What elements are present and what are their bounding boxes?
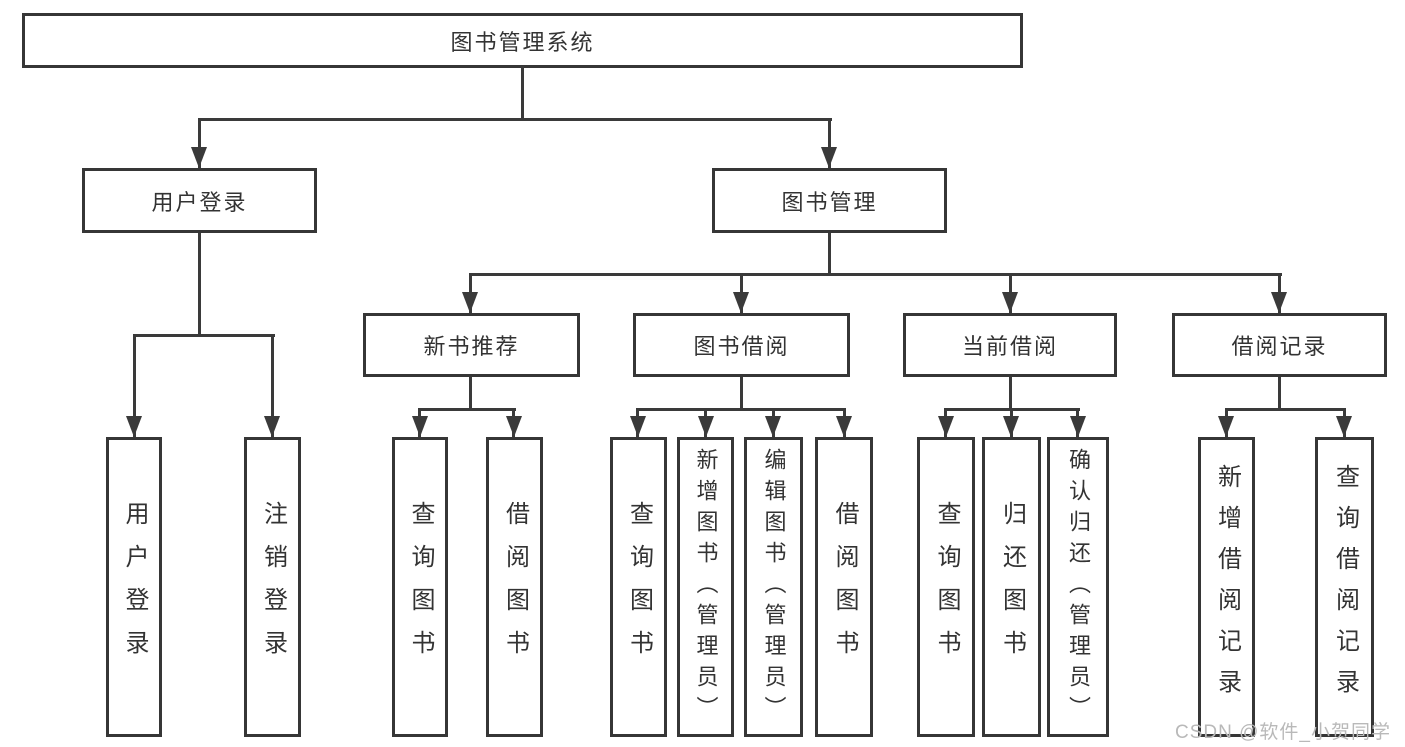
arrowhead-book-management [821,147,837,168]
node-new-book-recommend: 新书推荐 [363,313,580,377]
connector-borrow-record-stem [1278,377,1281,411]
arrowhead-query-book-2 [630,416,646,437]
connector-level2-bar [198,118,832,121]
leaf-logout: 注销登录 [244,437,301,737]
arrowhead-borrow-book-2 [836,416,852,437]
leaf-edit-book-admin-label: 编辑图书（管理员） [761,447,787,727]
node-root: 图书管理系统 [22,13,1023,68]
connector-drop-leaf-logout [271,334,274,437]
arrowhead-return-book [1003,416,1019,437]
node-book-borrow: 图书借阅 [633,313,850,377]
arrowhead-borrow-record [1271,292,1287,313]
connector-current-borrow-stem [1009,377,1012,411]
leaf-borrow-book-2-label: 借阅图书 [831,501,858,673]
arrowhead-leaf-user-login [126,416,142,437]
arrowhead-borrow-book-1 [506,416,522,437]
arrowhead-add-book-admin [698,416,714,437]
node-new-book-recommend-label: 新书推荐 [423,334,520,359]
leaf-return-book-label: 归还图书 [998,501,1026,673]
arrowhead-book-borrow [733,292,749,313]
arrowhead-current-borrow [1002,292,1018,313]
leaf-add-borrow-record: 新增借阅记录 [1198,437,1255,737]
leaf-query-book-3-label: 查询图书 [933,501,960,673]
node-book-management: 图书管理 [712,168,947,233]
leaf-query-book-2: 查询图书 [610,437,667,737]
leaf-add-borrow-record-label: 新增借阅记录 [1213,464,1241,710]
arrowhead-edit-book-admin [765,416,781,437]
leaf-user-login-label: 用户登录 [121,501,148,673]
connector-drop-book-management [828,118,831,168]
leaf-query-borrow-record-label: 查询借阅记录 [1331,464,1359,710]
connector-new-book-recommend-bar [419,408,516,411]
leaf-logout-label: 注销登录 [259,501,287,673]
arrowhead-query-borrow-record [1336,416,1352,437]
arrowhead-user-login [191,147,207,168]
leaf-borrow-book-2: 借阅图书 [815,437,873,737]
node-user-login-label: 用户登录 [151,189,248,215]
connector-borrow-record-bar [1225,408,1346,411]
node-borrow-record: 借阅记录 [1172,313,1387,377]
node-book-borrow-label: 图书借阅 [693,334,790,359]
connector-new-book-recommend-stem [469,377,472,411]
leaf-edit-book-admin: 编辑图书（管理员） [744,437,803,737]
leaf-user-login: 用户登录 [106,437,162,737]
leaf-add-book-admin: 新增图书（管理员） [677,437,734,737]
node-root-label: 图书管理系统 [450,29,595,55]
leaf-confirm-return-admin: 确认归还（管理员） [1047,437,1109,737]
connector-drop-user-login [198,118,201,168]
leaf-query-book-1: 查询图书 [392,437,448,737]
leaf-borrow-book-1: 借阅图书 [486,437,543,737]
arrowhead-leaf-logout [264,416,280,437]
connector-drop-leaf-user-login [133,334,136,437]
arrowhead-query-book-3 [938,416,954,437]
node-book-management-label: 图书管理 [781,189,878,215]
node-current-borrow-label: 当前借阅 [961,334,1058,359]
leaf-confirm-return-admin-label: 确认归还（管理员） [1066,447,1091,727]
connector-user-login-stem [198,233,201,337]
leaf-query-book-2-label: 查询图书 [625,501,653,673]
leaf-borrow-book-1-label: 借阅图书 [501,501,529,673]
leaf-query-book-1-label: 查询图书 [407,501,434,673]
connector-user-login-bar [133,334,275,337]
leaf-query-borrow-record: 查询借阅记录 [1315,437,1374,737]
arrowhead-query-book-1 [412,416,428,437]
connector-book-borrow-stem [740,377,743,411]
leaf-add-book-admin-label: 新增图书（管理员） [693,447,719,727]
node-user-login: 用户登录 [82,168,317,233]
connector-book-borrow-bar [637,408,846,411]
leaf-query-book-3: 查询图书 [917,437,975,737]
connector-level3-bar [469,273,1282,276]
node-current-borrow: 当前借阅 [903,313,1117,377]
arrowhead-new-book-recommend [462,292,478,313]
watermark: CSDN @软件_小贺同学 [1175,722,1391,743]
connector-root-stem [521,66,524,120]
leaf-return-book: 归还图书 [982,437,1041,737]
arrowhead-confirm-return [1070,416,1086,437]
node-borrow-record-label: 借阅记录 [1231,334,1328,359]
connector-book-management-stem [828,233,831,276]
arrowhead-add-borrow-record [1218,416,1234,437]
